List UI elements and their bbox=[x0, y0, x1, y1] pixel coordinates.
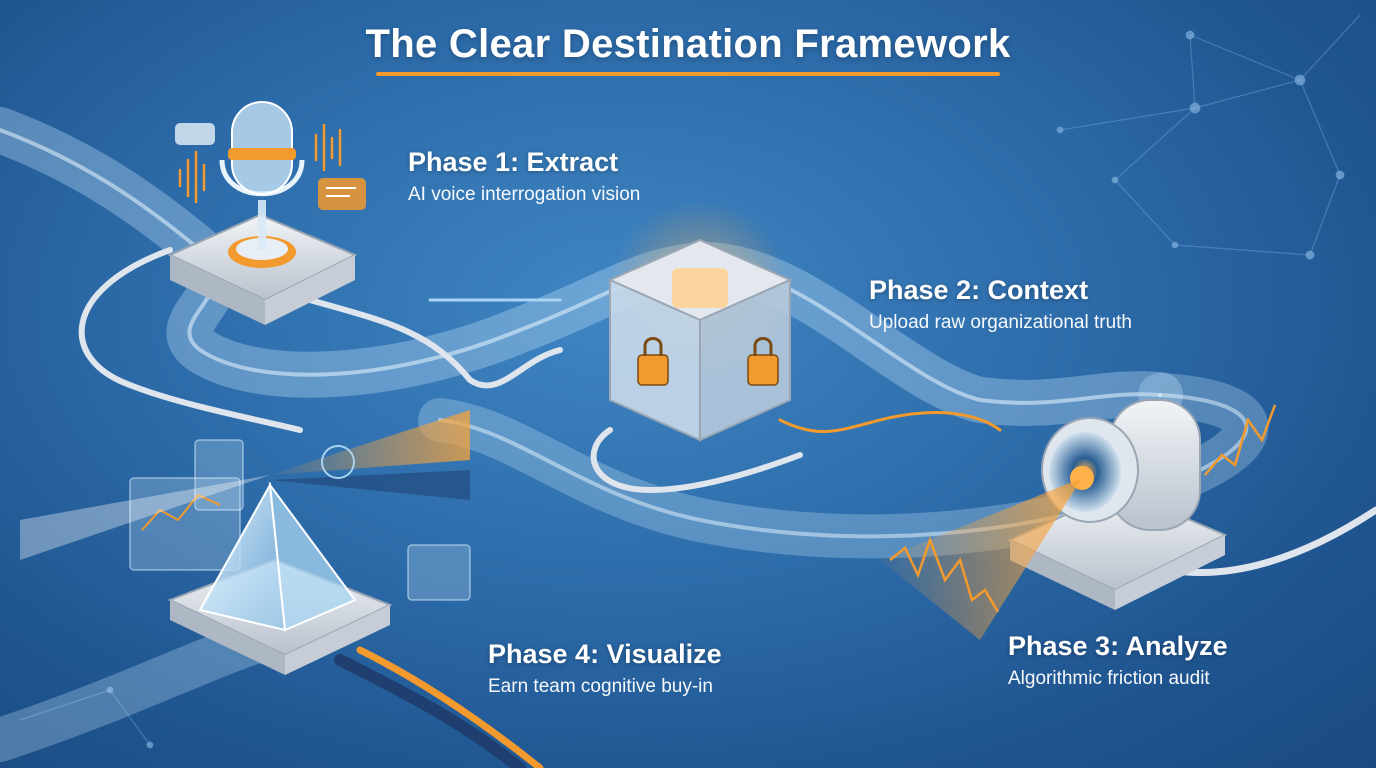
cables bbox=[78, 247, 1376, 768]
title-underline bbox=[376, 72, 1000, 76]
locked-cube-icon bbox=[607, 200, 793, 442]
lens-camera-icon bbox=[880, 399, 1277, 640]
phase-4-label: Phase 4: Visualize Earn team cognitive b… bbox=[488, 638, 722, 700]
phase-1-subtitle: AI voice interrogation vision bbox=[408, 184, 641, 205]
phase-1-title: Phase 1: Extract bbox=[408, 147, 619, 177]
phase-4-title: Phase 4: Visualize bbox=[488, 639, 722, 669]
prism-icon bbox=[20, 410, 471, 675]
phase-2-label: Phase 2: Context Upload raw organization… bbox=[869, 274, 1132, 336]
phase-2-title: Phase 2: Context bbox=[869, 275, 1089, 305]
page-title: The Clear Destination Framework bbox=[365, 22, 1011, 66]
microphone-icon bbox=[167, 101, 366, 325]
network-pattern bbox=[19, 14, 1361, 749]
phase-1-label: Phase 1: Extract AI voice interrogation … bbox=[408, 146, 640, 208]
phase-3-label: Phase 3: Analyze Algorithmic friction au… bbox=[1008, 630, 1228, 692]
phase-2-subtitle: Upload raw organizational truth bbox=[869, 312, 1132, 333]
phase-3-subtitle: Algorithmic friction audit bbox=[1008, 668, 1210, 689]
phase-3-title: Phase 3: Analyze bbox=[1008, 631, 1228, 661]
phase-4-subtitle: Earn team cognitive buy-in bbox=[488, 676, 713, 697]
